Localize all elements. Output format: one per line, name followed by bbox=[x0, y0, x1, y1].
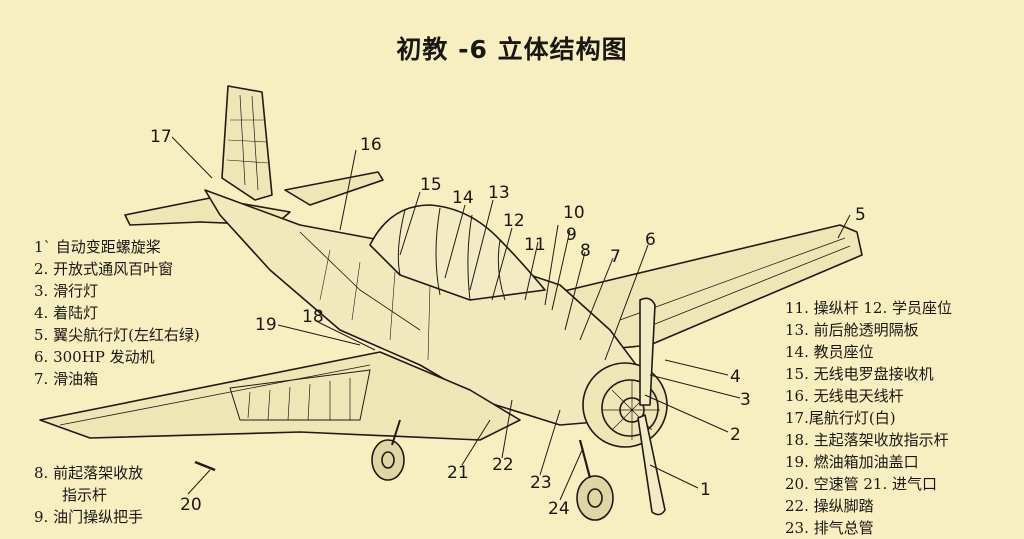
legend-item-13: 13. 前后舱透明隔板 bbox=[785, 321, 919, 339]
callout-11: 11 bbox=[524, 235, 546, 255]
legend-item-23: 23. 排气总管 bbox=[785, 519, 874, 537]
callout-5: 5 bbox=[855, 205, 866, 225]
legend-item-17: 17.尾航行灯(白) bbox=[785, 409, 896, 427]
callout-17: 17 bbox=[150, 127, 172, 147]
legend-item-3: 3. 滑行灯 bbox=[34, 282, 99, 300]
legend-item-7: 7. 滑油箱 bbox=[34, 370, 99, 388]
legend-item-1: 1ˋ 自动变距螺旋桨 bbox=[34, 238, 161, 256]
legend-left-bottom: 8. 前起落架收放 指示杆 9. 油门操纵把手 bbox=[34, 462, 143, 528]
callout-10: 10 bbox=[563, 203, 585, 223]
callout-22: 22 bbox=[492, 455, 514, 475]
callout-13: 13 bbox=[488, 183, 510, 203]
legend-item-4: 4. 着陆灯 bbox=[34, 304, 99, 322]
left-wing bbox=[39, 351, 521, 441]
callout-24: 24 bbox=[548, 499, 570, 519]
callout-4: 4 bbox=[730, 367, 741, 387]
legend-right: 11. 操纵杆 12. 学员座位 13. 前后舱透明隔板 14. 教员座位 15… bbox=[785, 297, 952, 539]
legend-item-14: 14. 教员座位 bbox=[785, 343, 874, 361]
legend-item-9: 9. 油门操纵把手 bbox=[34, 508, 144, 526]
callout-3: 3 bbox=[740, 390, 751, 410]
callout-9: 9 bbox=[566, 225, 577, 245]
legend-item-22: 22. 操纵脚踏 bbox=[785, 497, 874, 515]
callout-12: 12 bbox=[503, 211, 525, 231]
legend-item-19: 19. 燃油箱加油盖口 bbox=[785, 453, 919, 471]
callout-15: 15 bbox=[420, 175, 442, 195]
legend-item-11-12: 11. 操纵杆 12. 学员座位 bbox=[785, 299, 953, 317]
page-title: 初教 -6 立体结构图 bbox=[396, 35, 628, 64]
legend-item-8: 8. 前起落架收放 bbox=[34, 464, 144, 482]
legend-item-20-21: 20. 空速管 21. 进气口 bbox=[785, 475, 938, 493]
aircraft-cutaway-drawing: 17 16 15 14 13 12 11 10 9 8 7 6 5 4 3 2 … bbox=[39, 85, 866, 521]
vertical-tail bbox=[221, 85, 273, 201]
legend-item-5: 5. 翼尖航行灯(左红右绿) bbox=[34, 326, 200, 344]
callout-20: 20 bbox=[180, 495, 202, 515]
legend-item-16: 16. 无线电天线杆 bbox=[785, 387, 904, 405]
legend-item-18: 18. 主起落架收放指示杆 bbox=[785, 431, 949, 449]
callout-1: 1 bbox=[700, 480, 711, 500]
callout-18: 18 bbox=[302, 307, 324, 327]
legend-item-15: 15. 无线电罗盘接收机 bbox=[785, 365, 934, 383]
callout-8: 8 bbox=[580, 241, 591, 261]
callout-21: 21 bbox=[447, 463, 469, 483]
callout-14: 14 bbox=[452, 188, 474, 208]
engine-cowling bbox=[582, 362, 668, 448]
main-wheel bbox=[576, 475, 614, 521]
right-stabilizer bbox=[284, 171, 384, 206]
callout-16: 16 bbox=[360, 135, 382, 155]
callout-19: 19 bbox=[255, 315, 277, 335]
canopy bbox=[369, 204, 546, 301]
propeller bbox=[639, 297, 656, 406]
callout-23: 23 bbox=[530, 473, 552, 493]
legend-item-2: 2. 开放式通风百叶窗 bbox=[34, 260, 174, 278]
callout-7: 7 bbox=[610, 247, 621, 267]
legend-left: 1ˋ 自动变距螺旋桨 2. 开放式通风百叶窗 3. 滑行灯 4. 着陆灯 5. … bbox=[34, 236, 200, 390]
legend-item-6: 6. 300HP 发动机 bbox=[34, 348, 155, 366]
callout-2: 2 bbox=[730, 425, 741, 445]
front-wheel bbox=[371, 439, 405, 481]
legend-item-8-cont: 指示杆 bbox=[62, 486, 108, 504]
callout-6: 6 bbox=[645, 230, 656, 250]
